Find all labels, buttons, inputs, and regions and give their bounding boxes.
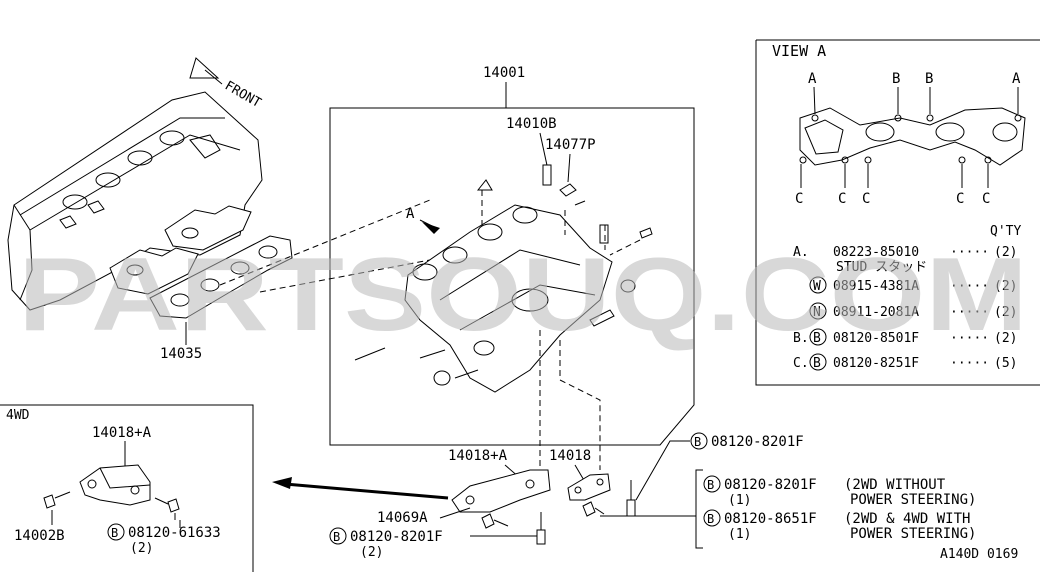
bracket-14018a-illustration bbox=[451, 469, 551, 545]
view-a-pos-c3: C bbox=[862, 191, 870, 207]
bolt-note-right-b-2: POWER STEERING) bbox=[850, 526, 976, 542]
bolt-symbol-icon bbox=[107, 523, 125, 541]
view-a-pos-a2: A bbox=[1012, 71, 1021, 87]
front-label: FRONT bbox=[222, 78, 264, 111]
bolt-ref-right-b: 08120-8651F bbox=[724, 511, 817, 527]
legend-symbol-3: N bbox=[813, 305, 821, 320]
fourwd-label: 4WD bbox=[6, 408, 30, 423]
bolt-note-right-b-1: (2WD & 4WD WITH bbox=[844, 511, 970, 527]
legend-symbol-icon-3 bbox=[809, 302, 827, 320]
bolt-symbol-icon-right-b bbox=[703, 509, 721, 527]
bolt-qty-mid: (2) bbox=[360, 545, 383, 560]
callout-14018a-left: 14018+A bbox=[92, 425, 152, 441]
callout-14077p: 14077P bbox=[545, 137, 596, 153]
legend-qty-5: (5) bbox=[994, 356, 1017, 371]
legend-symbol-5: B bbox=[813, 356, 821, 371]
view-a-pos-b1: B bbox=[892, 71, 900, 87]
bolt-note-right-a-2: POWER STEERING) bbox=[850, 492, 976, 508]
bracket-4wd-illustration bbox=[43, 464, 180, 525]
callout-14069a: 14069A bbox=[377, 510, 428, 526]
bolt-qty-right-a: (1) bbox=[728, 493, 751, 508]
legend-code-2: 08915-4381A bbox=[833, 279, 919, 294]
view-a-pos-c1: C bbox=[795, 191, 803, 207]
legend-dots-5: ····· bbox=[950, 356, 989, 371]
legend-symbol-icon-4 bbox=[809, 328, 827, 346]
bolt-symbol-letter-mid: B bbox=[333, 530, 340, 544]
callout-14018: 14018 bbox=[549, 448, 591, 464]
manifold-assembly-frame bbox=[329, 107, 695, 446]
legend-code-5: 08120-8251F bbox=[833, 356, 919, 371]
gasket-14035 bbox=[149, 235, 293, 345]
legend-qty-0: (2) bbox=[994, 245, 1017, 260]
fourwd-frame bbox=[0, 404, 254, 572]
bolt-ref-mid: 08120-8201F bbox=[350, 529, 443, 545]
bolt-qty-left: (2) bbox=[130, 541, 153, 556]
legend-key-4: B. bbox=[793, 331, 809, 346]
view-a-pos-a1: A bbox=[808, 71, 817, 87]
callout-14010b: 14010B bbox=[506, 116, 557, 132]
bolt-symbol-letter: B bbox=[111, 526, 118, 540]
bolt-symbol-icon-right-top bbox=[690, 432, 708, 450]
legend-symbol-4: B bbox=[813, 331, 821, 346]
bolt-symbol-letter-right-a: B bbox=[707, 478, 714, 492]
bolt-ref-left: 08120-61633 bbox=[128, 525, 221, 541]
legend-dots-0: ····· bbox=[950, 245, 989, 260]
bolt-note-right-a-1: (2WD WITHOUT bbox=[844, 477, 946, 493]
part-legend: A. 08223-85010 ····· (2) STUD スタッド W 08915-438… bbox=[793, 245, 1017, 371]
right-bracket-frame bbox=[695, 469, 703, 549]
view-a-arrow-icon bbox=[422, 222, 440, 234]
view-a-frame bbox=[755, 39, 1040, 386]
intake-manifold-illustration bbox=[354, 164, 653, 393]
front-arrow-icon bbox=[189, 57, 223, 85]
legend-symbol-2: W bbox=[813, 279, 821, 294]
watermark: PARTSOUQ.COM bbox=[18, 237, 1028, 353]
callout-14002b: 14002B bbox=[14, 528, 65, 544]
legend-symbol-icon-5 bbox=[809, 353, 827, 371]
bolt-qty-right-b: (1) bbox=[728, 527, 751, 542]
callout-14035: 14035 bbox=[160, 346, 202, 362]
legend-code-3: 08911-2081A bbox=[833, 305, 919, 320]
cylinder-head-illustration bbox=[7, 91, 263, 311]
view-a-gasket-illustration bbox=[799, 107, 1026, 166]
reference-arrow-icon bbox=[272, 477, 449, 500]
qty-header: Q'TY bbox=[990, 224, 1021, 239]
bolt-symbol-letter-right-top: B bbox=[694, 435, 701, 449]
bolt-ref-right-a: 08120-8201F bbox=[724, 477, 817, 493]
legend-code-0: 08223-85010 bbox=[833, 245, 919, 260]
view-a-pos-c4: C bbox=[956, 191, 964, 207]
callout-14018a-mid: 14018+A bbox=[448, 448, 508, 464]
manifold-gasket-illustration bbox=[109, 205, 252, 295]
legend-key-0: A. bbox=[793, 245, 809, 260]
legend-dots-3: ····· bbox=[950, 305, 989, 320]
legend-code-1: STUD スタッド bbox=[836, 260, 927, 275]
bracket-14018-illustration bbox=[567, 473, 636, 517]
legend-code-4: 08120-8501F bbox=[833, 331, 919, 346]
legend-qty-3: (2) bbox=[994, 305, 1017, 320]
legend-key-5: C. bbox=[793, 356, 809, 371]
diagram-code: A140D 0169 bbox=[940, 547, 1018, 562]
view-a-pos-c5: C bbox=[982, 191, 990, 207]
legend-dots-2: ····· bbox=[950, 279, 989, 294]
bolt-symbol-icon-mid bbox=[329, 527, 347, 545]
legend-symbol-icon-2 bbox=[809, 276, 827, 294]
view-a-pos-c2: C bbox=[838, 191, 846, 207]
legend-dots-4: ····· bbox=[950, 331, 989, 346]
legend-qty-2: (2) bbox=[994, 279, 1017, 294]
bolt-symbol-icon-right-a bbox=[703, 475, 721, 493]
legend-qty-4: (2) bbox=[994, 331, 1017, 346]
view-a-pos-b2: B bbox=[925, 71, 933, 87]
view-a-marker: A bbox=[406, 206, 415, 222]
bolt-symbol-letter-right-b: B bbox=[707, 512, 714, 526]
bolt-ref-right-top: 08120-8201F bbox=[711, 434, 804, 450]
callout-14001: 14001 bbox=[483, 65, 525, 81]
view-a-title: VIEW A bbox=[772, 42, 826, 60]
